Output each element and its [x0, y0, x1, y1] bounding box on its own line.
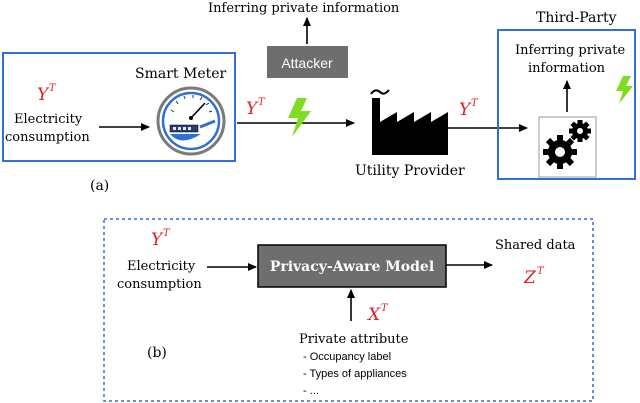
svg-text:Z: Z [523, 268, 537, 288]
privacy-model-frame [103, 218, 594, 402]
smart-meter-icon [156, 86, 226, 156]
private-item-appliances: - Types of appliances [303, 368, 407, 380]
shared-data-label: Shared data [495, 238, 576, 253]
svg-text:X: X [366, 305, 381, 325]
consumption-line1: Electricity [14, 112, 83, 127]
svg-text:T: T [163, 228, 171, 239]
private-item-ellipsis: - ... [303, 385, 319, 397]
privacy-aware-model-box [257, 244, 447, 288]
consumption-line2: consumption [5, 130, 90, 145]
svg-text:Y: Y [151, 230, 164, 250]
svg-text:T: T [471, 98, 479, 109]
third-party-line1: Inferring private [515, 43, 625, 58]
svg-text:T: T [258, 97, 266, 108]
private-item-occupancy: - Occupancy label [303, 351, 391, 363]
signal-y-provider: Y T [459, 98, 479, 120]
attacker-goal: Inferring private information [208, 1, 400, 16]
attacker-label: Attacker [281, 55, 333, 71]
caption-b: (b) [147, 345, 167, 361]
caption-a: (a) [90, 178, 109, 194]
attacker-box [267, 46, 348, 78]
svg-text:T: T [49, 83, 57, 94]
utility-provider-label: Utility Provider [355, 163, 465, 179]
svg-text:T: T [537, 266, 545, 277]
gears-icon [538, 116, 597, 178]
signal-z: Z T [523, 266, 545, 288]
signal-y-wire: Y T [246, 97, 266, 119]
svg-text:Y: Y [246, 99, 259, 119]
factory-icon [370, 89, 448, 155]
third-party-frame [497, 29, 636, 180]
svg-text:Y: Y [459, 100, 472, 120]
private-attribute-title: Private attribute [299, 332, 409, 347]
signal-x: X T [366, 303, 389, 325]
lightning-bolt-small-icon [616, 76, 633, 104]
smart-meter-title: Smart Meter [135, 66, 227, 82]
privacy-aware-model-label: Privacy-Aware Model [270, 259, 434, 275]
signal-y-left: Y T [37, 83, 57, 105]
signal-y-b: Y T [151, 228, 171, 250]
lightning-bolt-icon [288, 98, 311, 137]
consumption-b-line1: Electricity [127, 259, 196, 274]
svg-text:Y: Y [37, 85, 50, 105]
svg-text:T: T [381, 303, 389, 314]
third-party-title: Third-Party [536, 10, 617, 26]
third-party-line2: information [528, 61, 606, 76]
smart-meter-frame [2, 52, 236, 162]
consumption-b-line2: consumption [117, 277, 202, 292]
